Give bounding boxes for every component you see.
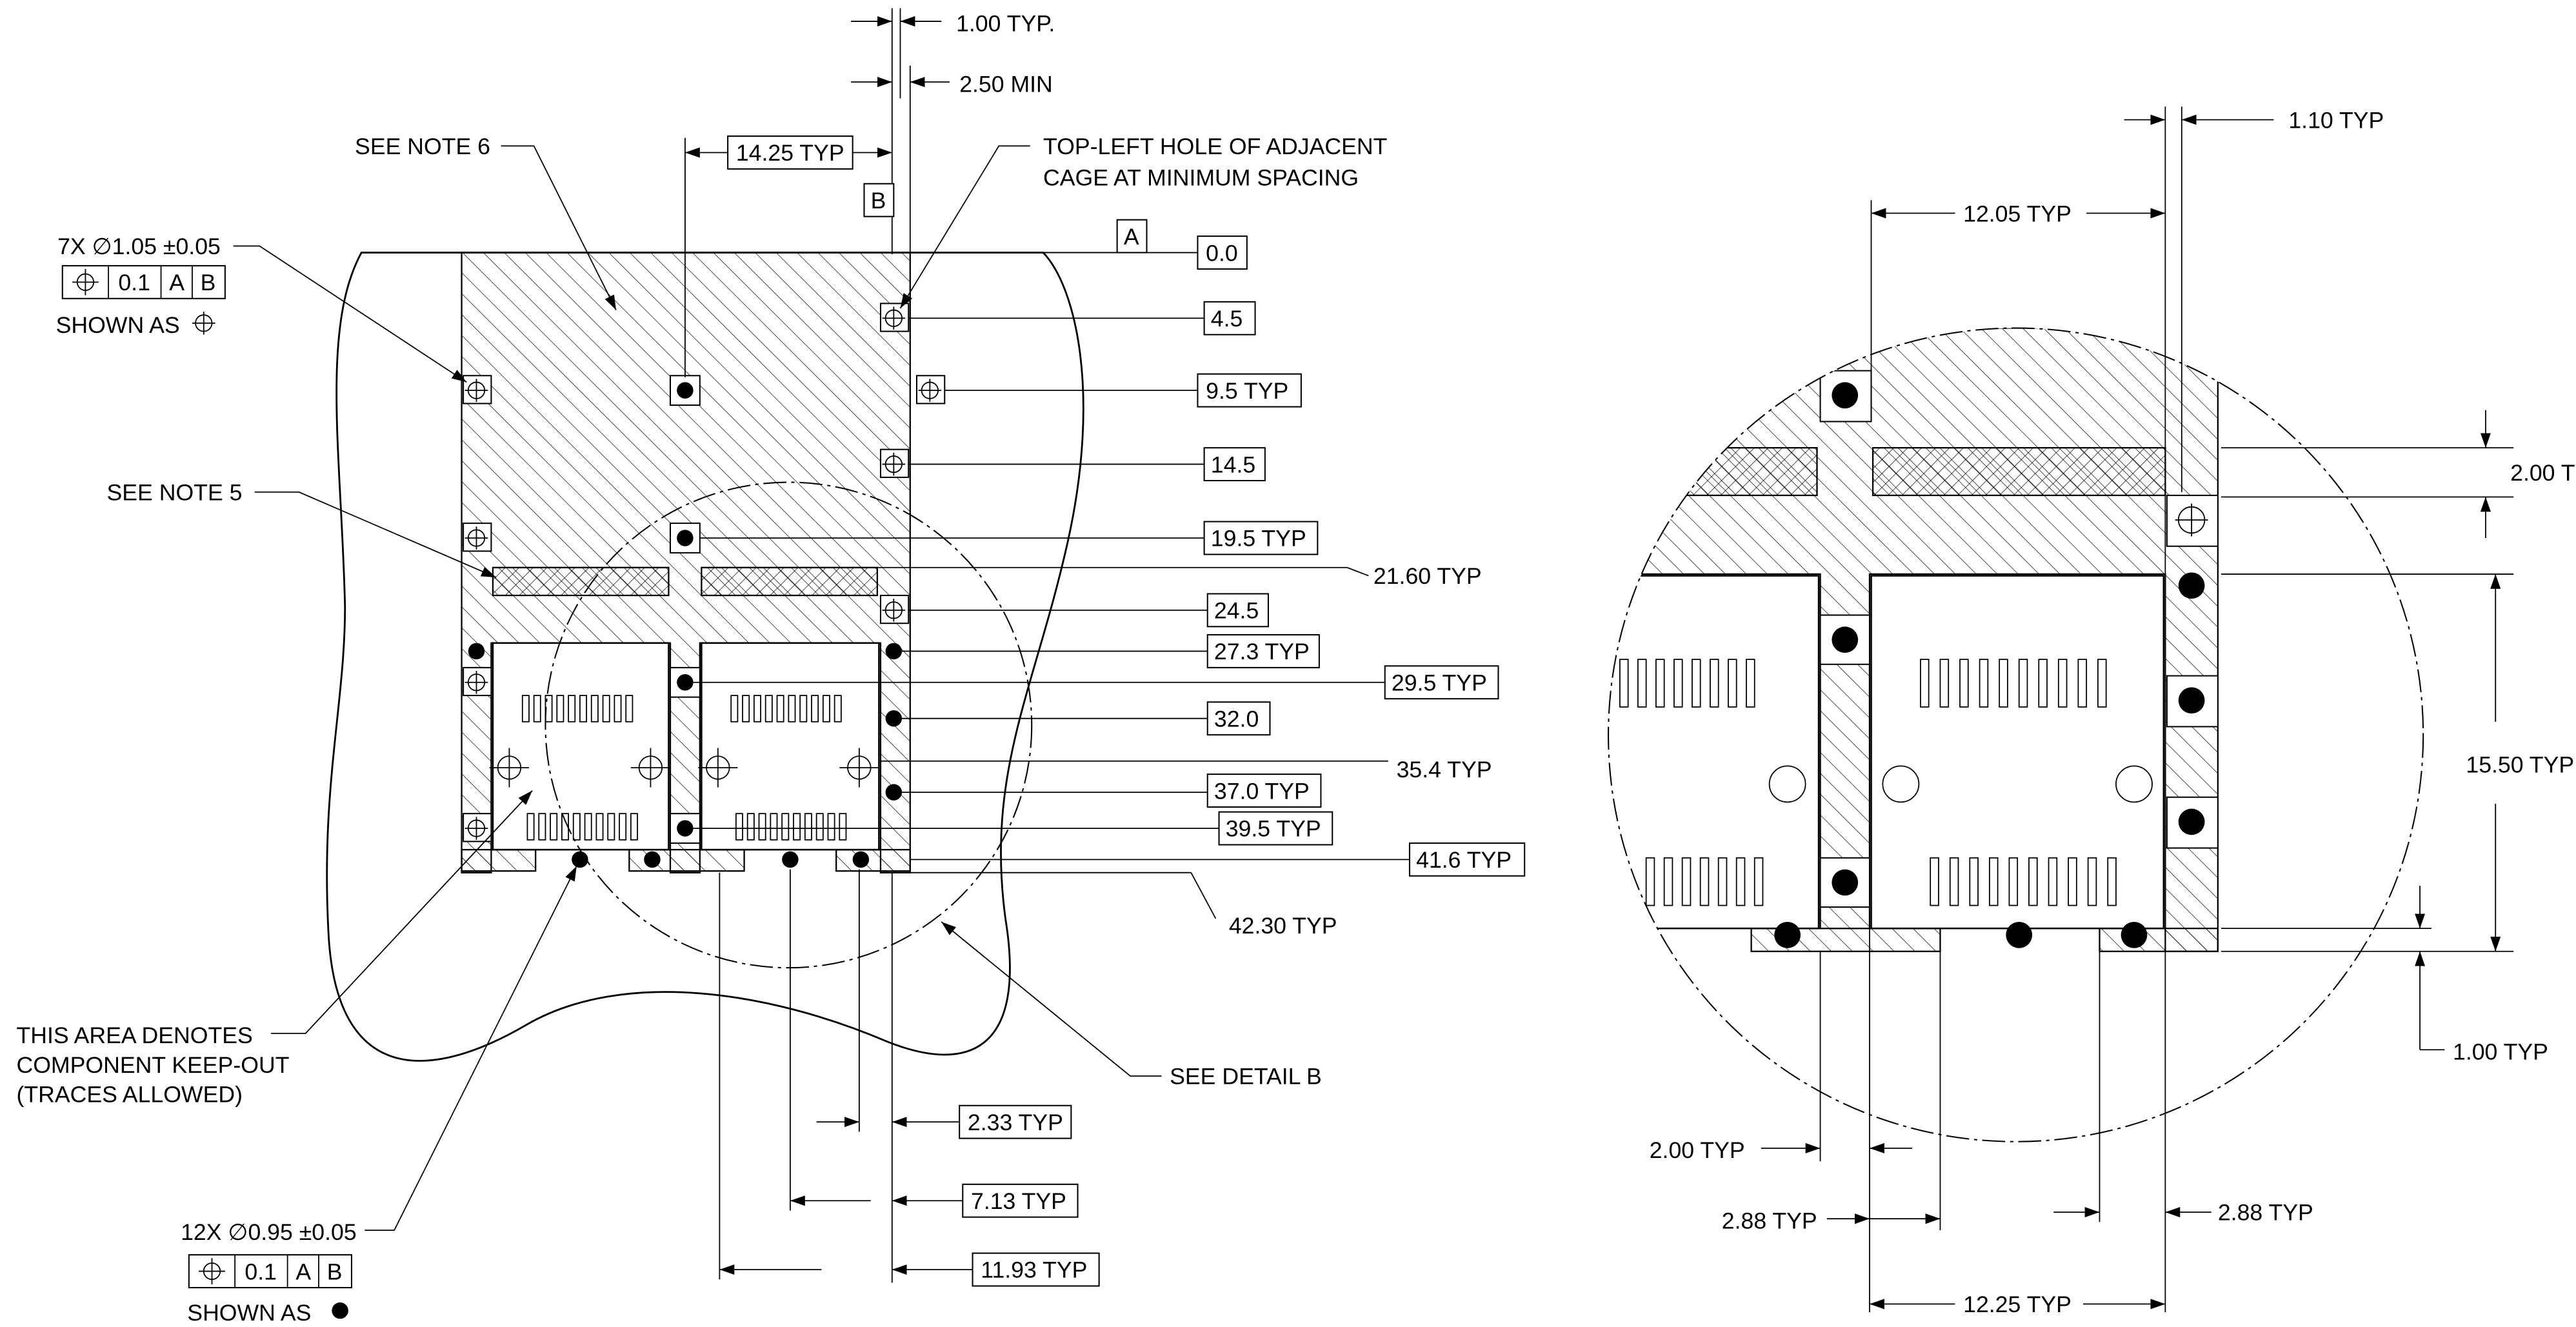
see-detail-b: SEE DETAIL B <box>1170 1064 1322 1090</box>
adjacent-cage-note-line1: TOP-LEFT HOLE OF ADJACENT <box>1043 134 1387 159</box>
connector-right <box>698 642 880 851</box>
open-hole-symbol-icon <box>192 312 215 335</box>
dim-2-00-left: 2.00 TYP <box>1650 1137 1745 1163</box>
callout-12x-shown-as: SHOWN AS <box>187 1300 311 1326</box>
dim-4-5: 4.5 <box>1211 306 1243 332</box>
dim-21-60-typ: 21.60 TYP <box>1373 563 1482 589</box>
keepout-note-line1: THIS AREA DENOTES <box>16 1023 252 1048</box>
dim-1-10-typ: 1.10 TYP <box>2288 107 2384 133</box>
datum-b: B <box>871 188 886 214</box>
feature-control-frame-7x: 0.1 A B <box>61 264 226 299</box>
board-outline <box>326 252 1084 1062</box>
fcf-12x-tolerance: 0.1 <box>245 1259 277 1284</box>
fcf-7x-datum-a: A <box>169 270 185 295</box>
keepout-note-line3: (TRACES ALLOWED) <box>16 1082 242 1108</box>
connector-left <box>489 642 670 851</box>
callout-12x-spec: 12X ∅0.95 ±0.05 <box>181 1219 357 1245</box>
fcf-12x-datum-a: A <box>295 1259 311 1284</box>
open-holes-7x <box>463 303 946 843</box>
fcf-7x-datum-b: B <box>201 270 216 295</box>
dim-9-5-typ: 9.5 TYP <box>1206 378 1288 404</box>
left-view: 1.00 TYP. 2.50 MIN 14.25 TYP B A SEE NOT… <box>16 8 1526 1326</box>
dim-27-3-typ: 27.3 TYP <box>1214 639 1310 664</box>
filled-holes-12x <box>468 375 903 868</box>
dim-2-33-typ: 2.33 TYP <box>968 1110 1063 1135</box>
fcf-12x-datum-b: B <box>327 1259 343 1284</box>
dim-12-25-typ: 12.25 TYP <box>1963 1292 2072 1317</box>
dim-1-00-typ: 1.00 TYP. <box>956 10 1055 36</box>
detail-b-circle <box>1608 327 2424 1142</box>
dim-14-5: 14.5 <box>1211 452 1255 477</box>
callout-7x-spec: 7X ∅1.05 ±0.05 <box>57 234 221 259</box>
note5-strip-right <box>701 566 879 597</box>
dim-41-6-typ: 41.6 TYP <box>1416 847 1512 873</box>
dim-29-5-typ: 29.5 TYP <box>1392 670 1487 695</box>
dim-42-30-typ: 42.30 TYP <box>1229 913 1337 939</box>
dim-2-50-min: 2.50 MIN <box>959 71 1053 97</box>
dim-19-5-typ: 19.5 TYP <box>1211 526 1306 552</box>
detail-b-view: 1.10 TYP 12.05 TYP 2.00 TYP 15.50 TYP 1.… <box>1608 106 2576 1317</box>
dim-2-00-right: 2.00 TYP <box>2510 460 2576 486</box>
dim-35-4-typ: 35.4 TYP <box>1397 757 1492 783</box>
dim-12-05-typ: 12.05 TYP <box>1963 201 2072 226</box>
dim-2-88-right: 2.88 TYP <box>2218 1200 2313 1226</box>
dim-37-0-typ: 37.0 TYP <box>1214 778 1310 804</box>
dim-1-00-typ: 1.00 TYP <box>2453 1039 2548 1065</box>
feature-control-frame-12x: 0.1 A B <box>188 1254 352 1288</box>
see-note-5: SEE NOTE 5 <box>107 480 243 506</box>
datum-a: A <box>1124 224 1139 250</box>
dim-7-13-typ: 7.13 TYP <box>971 1188 1066 1214</box>
dim-24-5: 24.5 <box>1214 598 1259 624</box>
dim-2-88-left: 2.88 TYP <box>1722 1208 1817 1233</box>
detail-b-boundary <box>544 481 1033 969</box>
dim-32-0: 32.0 <box>1214 706 1259 732</box>
filled-hole-symbol-icon <box>332 1302 348 1319</box>
dim-15-50-typ: 15.50 TYP <box>2466 752 2574 778</box>
dim-0-0: 0.0 <box>1206 240 1238 266</box>
keepout-note-line2: COMPONENT KEEP-OUT <box>16 1052 289 1078</box>
dim-14-25-typ: 14.25 TYP <box>736 140 844 166</box>
dim-11-93-typ: 11.93 TYP <box>981 1257 1087 1283</box>
callout-7x-shown-as: SHOWN AS <box>56 312 180 338</box>
adjacent-cage-note-line2: CAGE AT MINIMUM SPACING <box>1043 165 1359 190</box>
see-note-6: SEE NOTE 6 <box>355 134 490 159</box>
note5-strip-left <box>492 566 670 597</box>
fcf-7x-tolerance: 0.1 <box>118 270 150 295</box>
dim-39-5-typ: 39.5 TYP <box>1226 816 1321 842</box>
